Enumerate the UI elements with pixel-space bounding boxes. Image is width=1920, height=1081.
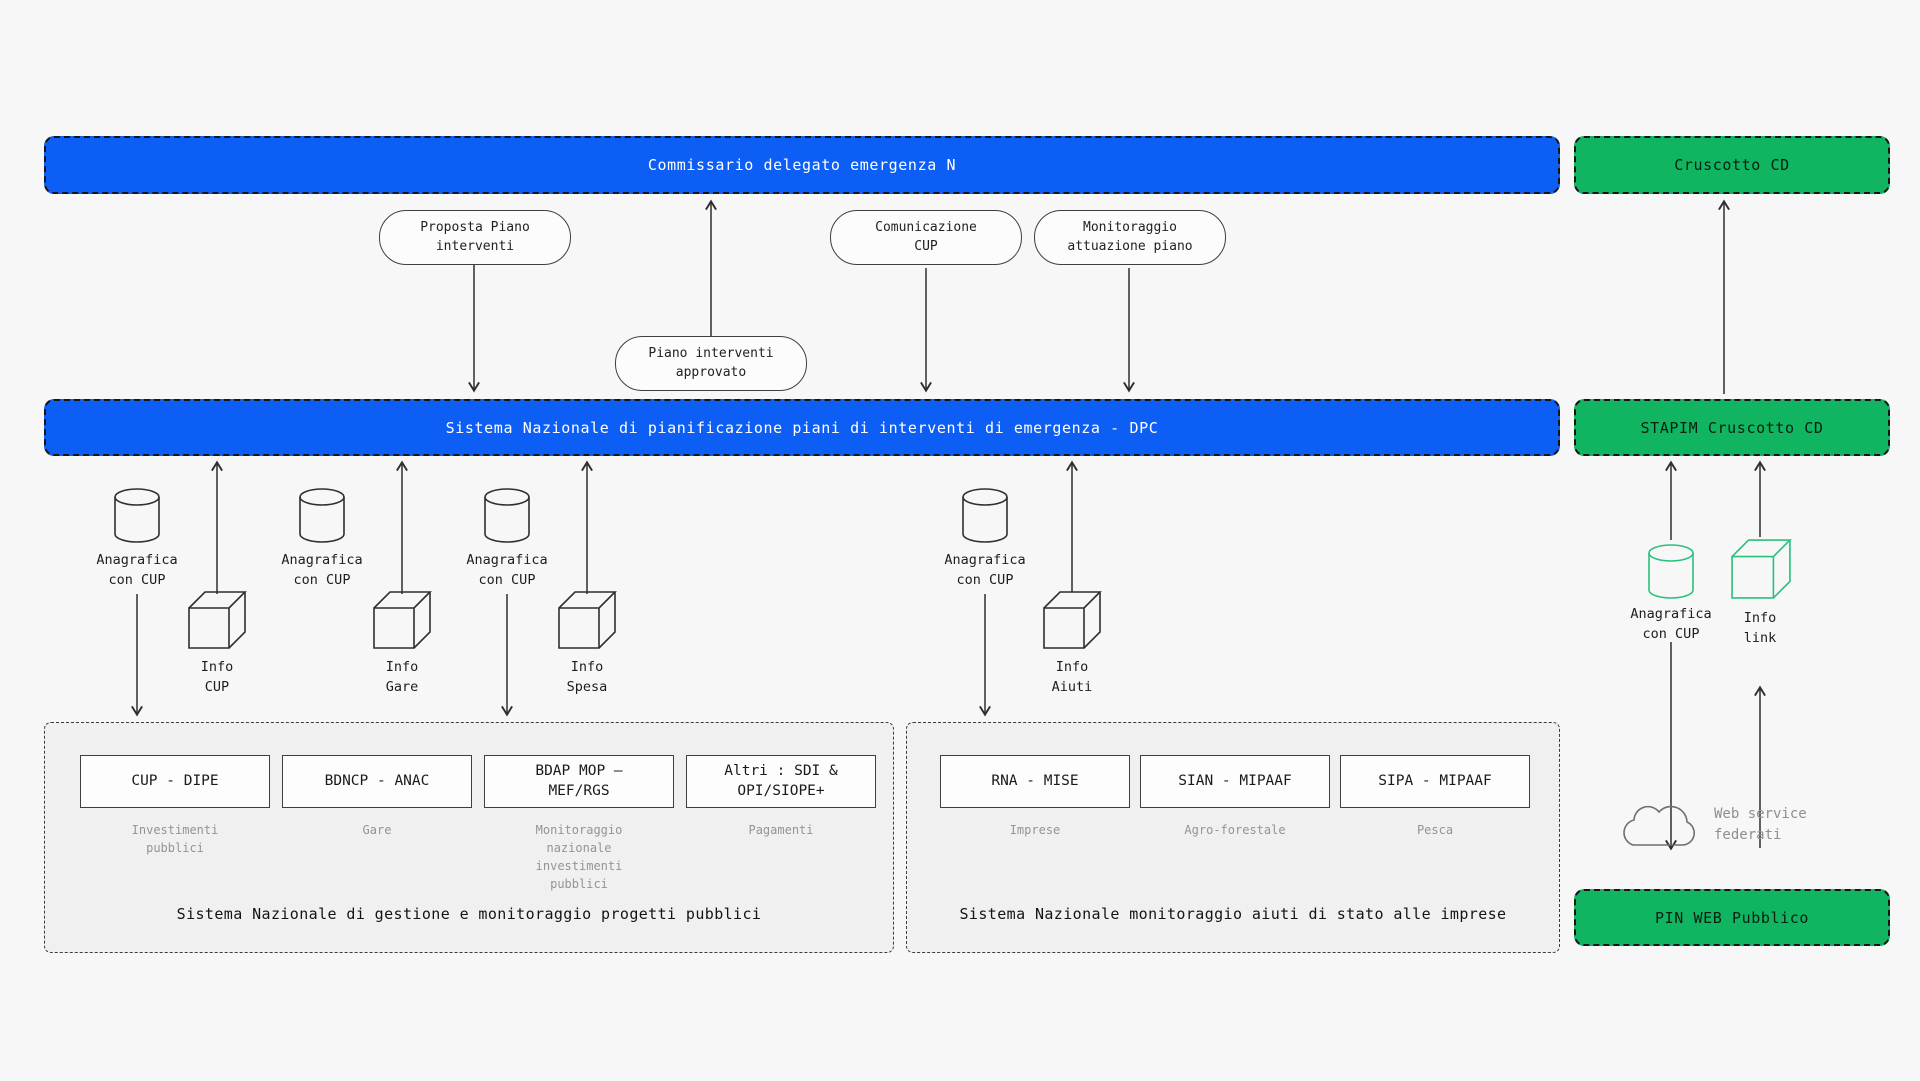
system-category: Imprese (1009, 823, 1061, 837)
system-category: Pagamenti (748, 823, 814, 837)
pill-comunicazione-cup: Comunicazione CUP (830, 210, 1022, 265)
commissario-bar: Commissario delegato emergenza N (44, 136, 1560, 194)
cube-icon (558, 591, 617, 649)
cube-icon (188, 591, 247, 649)
database-icon (484, 488, 530, 543)
cube-icon (373, 591, 432, 649)
system-category: Monitoraggio nazionale investimenti pubb… (535, 823, 623, 891)
dpc-bar: Sistema Nazionale di pianificazione pian… (44, 399, 1560, 456)
web-service-label: Web service federati (1714, 806, 1807, 843)
database-icon (299, 488, 345, 543)
cube-icon-green (1731, 539, 1792, 599)
database-label: Anagrafica con CUP (281, 552, 363, 589)
system-category: Agro-forestale (1184, 823, 1286, 837)
cube-label: Info CUP (200, 659, 234, 696)
system-box-bdap-mop: BDAP MOP – MEF/RGS (484, 755, 674, 808)
cube-label: Info Aiuti (1051, 659, 1093, 696)
pill-proposta-piano: Proposta Piano interventi (379, 210, 571, 265)
system-category: Pesca (1416, 823, 1454, 837)
cube-label: Info Spesa (566, 659, 608, 696)
system-box-sipa-mipaaf: SIPA - MIPAAF (1340, 755, 1530, 808)
stapim-cruscotto-box: STAPIM Cruscotto CD (1574, 399, 1890, 456)
cube-icon (1043, 591, 1102, 649)
database-icon-green (1648, 544, 1694, 599)
system-category: Gare (362, 823, 392, 837)
pin-web-box: PIN WEB Pubblico (1574, 889, 1890, 946)
system-category: Investimenti pubblici (131, 823, 219, 855)
system-box-sian-mipaaf: SIAN - MIPAAF (1140, 755, 1330, 808)
cube-label: Info Gare (385, 659, 419, 696)
pill-monitoraggio-attuazione: Monitoraggio attuazione piano (1034, 210, 1226, 265)
database-label: Anagrafica con CUP (96, 552, 178, 589)
system-box-bdncp-anac: BDNCP - ANAC (282, 755, 472, 808)
container-caption-aiuti: Sistema Nazionale monitoraggio aiuti di … (959, 905, 1507, 923)
container-caption-progetti: Sistema Nazionale di gestione e monitora… (176, 905, 762, 923)
pill-piano-approvato: Piano interventi approvato (615, 336, 807, 391)
database-icon (114, 488, 160, 543)
cruscotto-cd-box: Cruscotto CD (1574, 136, 1890, 194)
cloud-icon (1623, 805, 1696, 846)
database-label: Anagrafica con CUP (944, 552, 1026, 589)
system-box-altri-sdi: Altri : SDI & OPI/SIOPE+ (686, 755, 876, 808)
database-icon (962, 488, 1008, 543)
database-label-green: Anagrafica con CUP (1630, 606, 1712, 643)
cube-label-green: Info link (1743, 610, 1777, 647)
database-label: Anagrafica con CUP (466, 552, 548, 589)
arrows-group (131, 199, 1766, 851)
system-box-rna-mise: RNA - MISE (940, 755, 1130, 808)
system-box-cup-dipe: CUP - DIPE (80, 755, 270, 808)
